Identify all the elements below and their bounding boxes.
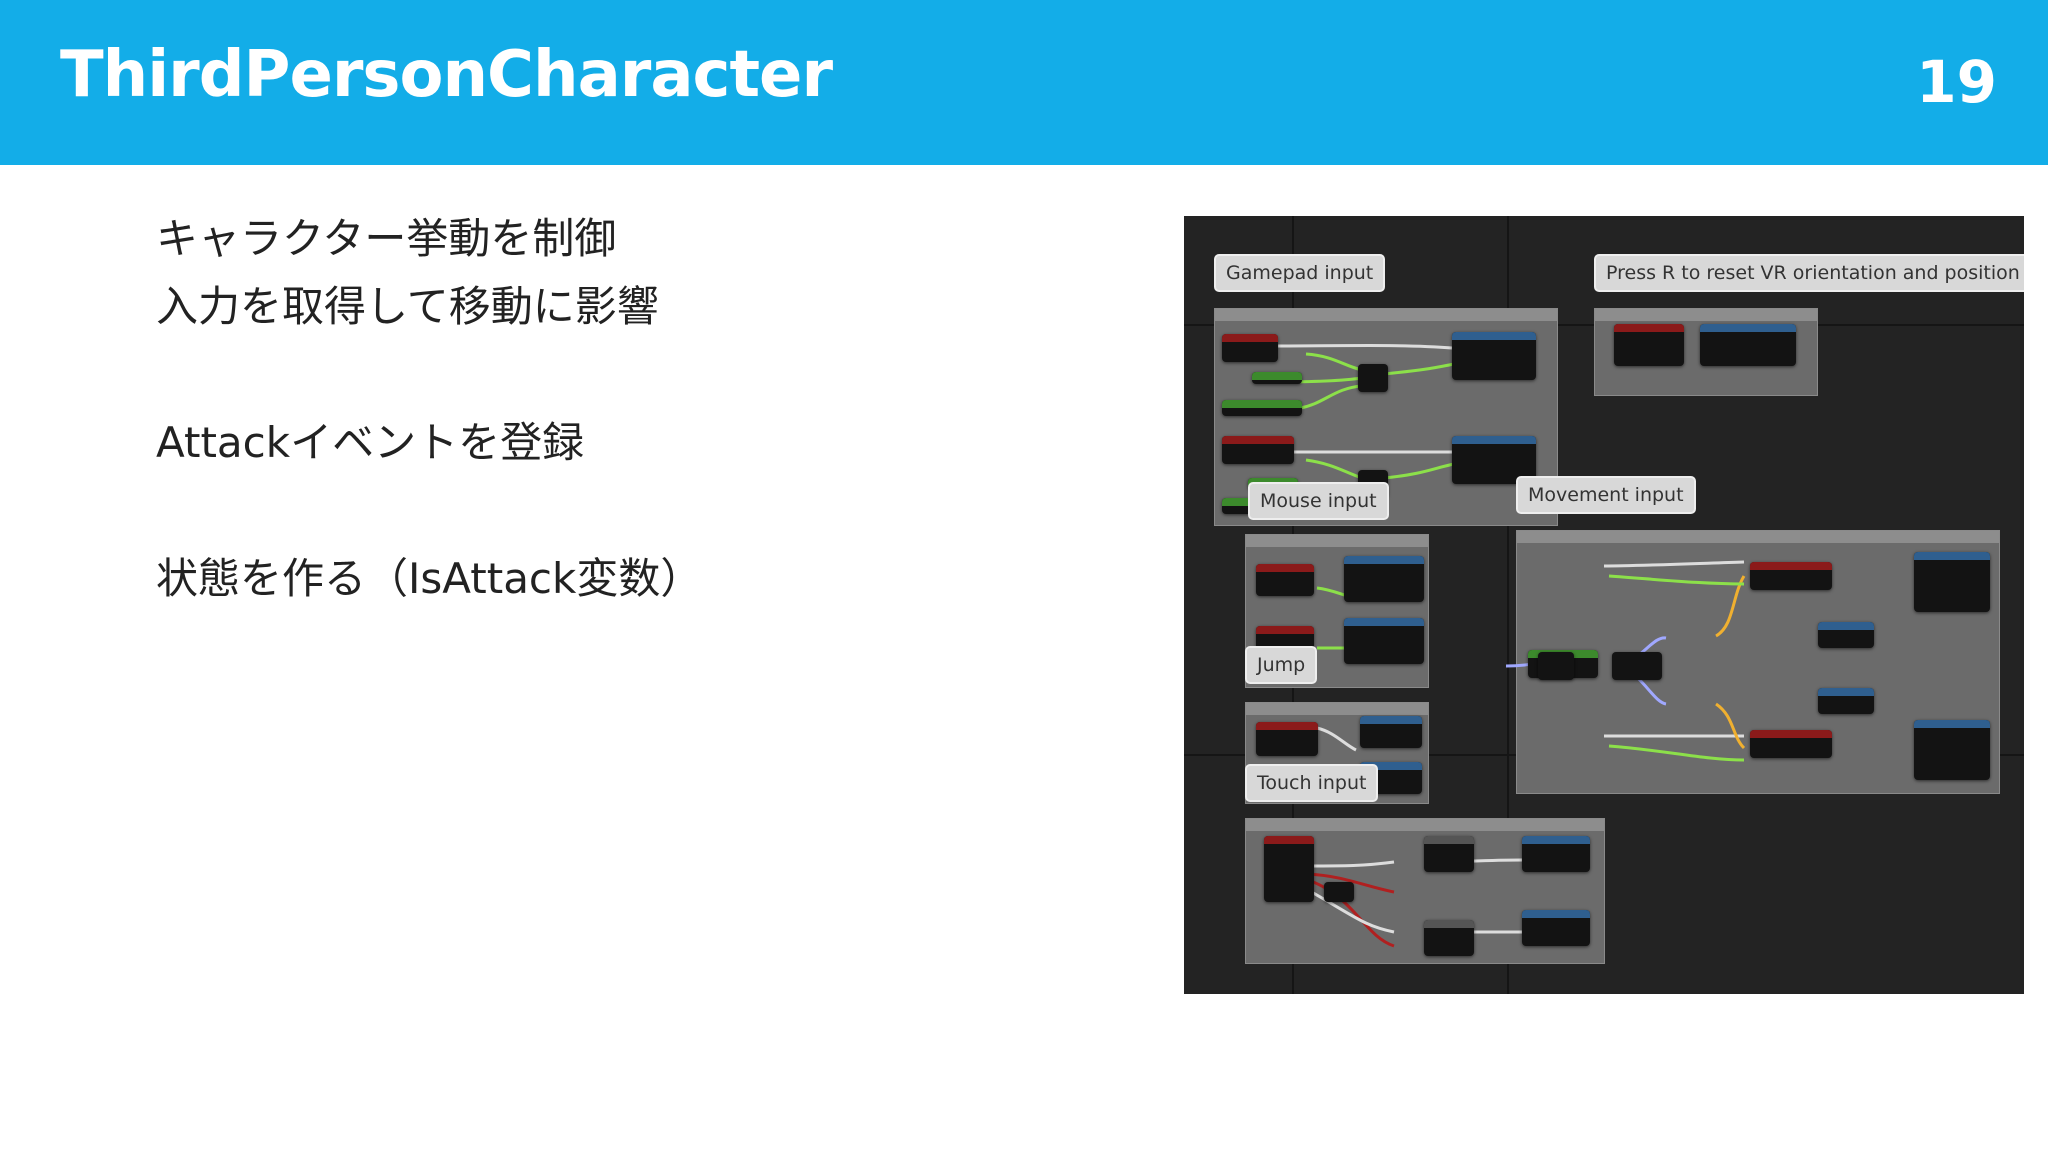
comment-label-touch[interactable]: Touch input: [1245, 764, 1379, 802]
comment-label-gamepad[interactable]: Gamepad input: [1214, 254, 1386, 292]
math-node[interactable]: [1358, 364, 1388, 392]
blueprint-screenshot: Gamepad input Press R to reset VR orient…: [1184, 216, 2024, 994]
event-node[interactable]: [1256, 722, 1318, 756]
function-node[interactable]: [1452, 332, 1536, 380]
get-node[interactable]: [1252, 372, 1302, 384]
function-node[interactable]: [1344, 618, 1424, 664]
event-node[interactable]: [1750, 730, 1832, 758]
vector-node[interactable]: [1818, 688, 1874, 714]
get-node[interactable]: [1222, 400, 1302, 416]
event-node[interactable]: [1750, 562, 1832, 590]
slide-title: ThirdPersonCharacter: [60, 38, 833, 112]
event-node[interactable]: [1614, 324, 1684, 366]
page-number: 19: [1916, 48, 1997, 116]
event-node[interactable]: [1256, 564, 1314, 596]
comment-label-movement[interactable]: Movement input: [1516, 476, 1696, 514]
function-node[interactable]: [1914, 552, 1990, 612]
compare-node[interactable]: [1324, 882, 1354, 902]
comment-label-reset-vr[interactable]: Press R to reset VR orientation and posi…: [1594, 254, 2024, 292]
event-node[interactable]: [1222, 334, 1278, 362]
rotator-node[interactable]: [1538, 652, 1574, 680]
break-node[interactable]: [1612, 652, 1662, 680]
function-node[interactable]: [1522, 836, 1590, 872]
slide-header: ThirdPersonCharacter 19: [0, 0, 2048, 165]
event-node[interactable]: [1264, 836, 1314, 902]
function-node[interactable]: [1700, 324, 1796, 366]
bullet-item: 状態を作る（IsAttack変数）: [156, 554, 703, 603]
comment-label-mouse[interactable]: Mouse input: [1248, 482, 1389, 520]
bullet-item: キャラクター挙動を制御: [156, 214, 617, 263]
branch-node[interactable]: [1424, 836, 1474, 872]
branch-node[interactable]: [1424, 920, 1474, 956]
bullet-item: Attackイベントを登録: [156, 418, 585, 467]
grid-line: [1507, 216, 1509, 994]
function-node[interactable]: [1914, 720, 1990, 780]
function-node[interactable]: [1360, 716, 1422, 748]
bullet-item: 入力を取得して移動に影響: [156, 282, 659, 331]
function-node[interactable]: [1522, 910, 1590, 946]
vector-node[interactable]: [1818, 622, 1874, 648]
comment-label-jump[interactable]: Jump: [1245, 646, 1318, 684]
function-node[interactable]: [1344, 556, 1424, 602]
event-node[interactable]: [1222, 436, 1294, 464]
